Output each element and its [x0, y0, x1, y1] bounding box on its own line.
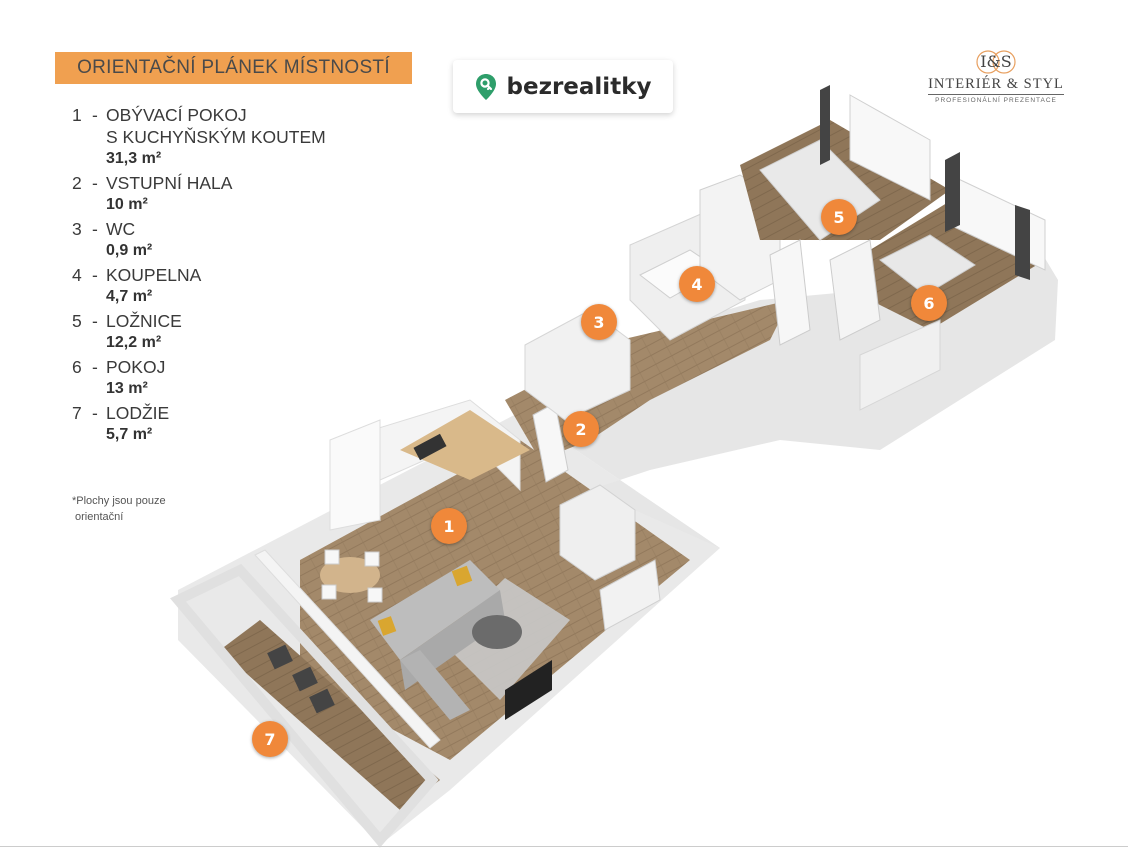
glass-partition: [254, 549, 441, 749]
logo-subtitle: PROFESIONÁLNÍ PREZENTACE: [935, 97, 1057, 104]
legend-name: WC: [106, 219, 136, 239]
loggia-furniture: [267, 644, 335, 714]
legend-name: POKOJ: [106, 357, 166, 377]
legend-item: 6-POKOJ 13 m²: [72, 356, 326, 400]
location-pin-key-icon: [475, 73, 496, 100]
coffee-table: [472, 615, 522, 649]
room-marker-6: 6: [911, 285, 947, 321]
legend-num: 4: [72, 265, 82, 285]
legend-dash: -: [92, 265, 98, 285]
legend-item: 2-VSTUPNÍ HALA 10 m²: [72, 172, 326, 216]
room-6-wall: [859, 319, 941, 411]
dining-chairs: [321, 549, 383, 603]
room-marker-2: 2: [563, 411, 599, 447]
room-marker-7: 7: [252, 721, 288, 757]
legend-area: 5,7 m²: [106, 426, 153, 443]
legend-area: 10 m²: [106, 196, 148, 213]
monogram-text: I&S: [980, 52, 1012, 71]
legend-dash: -: [92, 357, 98, 377]
legend-item: 5-LOŽNICE 12,2 m²: [72, 310, 326, 354]
interior-door: [769, 239, 811, 346]
legend-name: LOŽNICE: [106, 311, 182, 331]
legend-name: VSTUPNÍ HALA: [106, 173, 233, 193]
legend-num: 7: [72, 403, 82, 423]
wall-shelf: [599, 559, 661, 631]
legend-name: KOUPELNA: [106, 265, 202, 285]
logo-name: INTERIÉR & STYL: [928, 76, 1064, 95]
bookshelf: [829, 239, 881, 341]
loggia-railing: [170, 563, 439, 848]
legend-dash: -: [92, 219, 98, 239]
monogram-rings-icon: [976, 50, 1016, 74]
legend-name-continued: S KUCHYŇSKÝM KOUTEM: [106, 127, 326, 147]
legend-item: 7-LODŽIE 5,7 m²: [72, 402, 326, 446]
legend-name: LODŽIE: [106, 403, 170, 423]
room-marker-1: 1: [431, 508, 467, 544]
page-title: ORIENTAČNÍ PLÁNEK MÍSTNOSTÍ: [77, 57, 390, 78]
sofa: [370, 560, 505, 720]
room-marker-3: 3: [581, 304, 617, 340]
legend-num: 3: [72, 219, 82, 239]
legend-area: 12,2 m²: [106, 334, 162, 351]
room-marker-5: 5: [821, 199, 857, 235]
legend-item: 3-WC 0,9 m²: [72, 218, 326, 262]
legend-dash: -: [92, 105, 98, 125]
legend-num: 2: [72, 173, 82, 193]
legend-name: OBÝVACÍ POKOJ: [106, 105, 247, 125]
footnote-line: *Plochy jsou pouze: [72, 495, 166, 507]
dresser: [559, 484, 636, 581]
legend-dash: -: [92, 173, 98, 193]
legend-item: 4-KOUPELNA 4,7 m²: [72, 264, 326, 308]
title-banner: ORIENTAČNÍ PLÁNEK MÍSTNOSTÍ: [55, 52, 412, 84]
brand-logo: bezrealitky: [453, 60, 673, 113]
legend-area: 31,3 m²: [106, 150, 162, 167]
legend-dash: -: [92, 311, 98, 331]
legend-area: 4,7 m²: [106, 288, 153, 305]
legend-area: 13 m²: [106, 380, 148, 397]
footnote-line: orientační: [75, 511, 124, 523]
footnote: *Plochy jsou pouze orientační: [72, 493, 166, 525]
brand-name: bezrealitky: [506, 73, 652, 100]
legend-dash: -: [92, 403, 98, 423]
kitchen-counter: [329, 399, 530, 531]
monogram: I&S: [928, 48, 1064, 76]
legend-num: 5: [72, 311, 82, 331]
room-marker-4: 4: [679, 266, 715, 302]
interier-styl-logo: I&S INTERIÉR & STYL PROFESIONÁLNÍ PREZEN…: [928, 48, 1064, 104]
legend-num: 1: [72, 105, 82, 125]
legend-area: 0,9 m²: [106, 242, 153, 259]
tv: [505, 660, 552, 720]
divider: [0, 846, 1128, 847]
legend-num: 6: [72, 357, 82, 377]
room-legend: 1-OBÝVACÍ POKOJ S KUCHYŇSKÝM KOUTEM 31,3…: [72, 104, 326, 448]
legend-item: 1-OBÝVACÍ POKOJ S KUCHYŇSKÝM KOUTEM 31,3…: [72, 104, 326, 170]
